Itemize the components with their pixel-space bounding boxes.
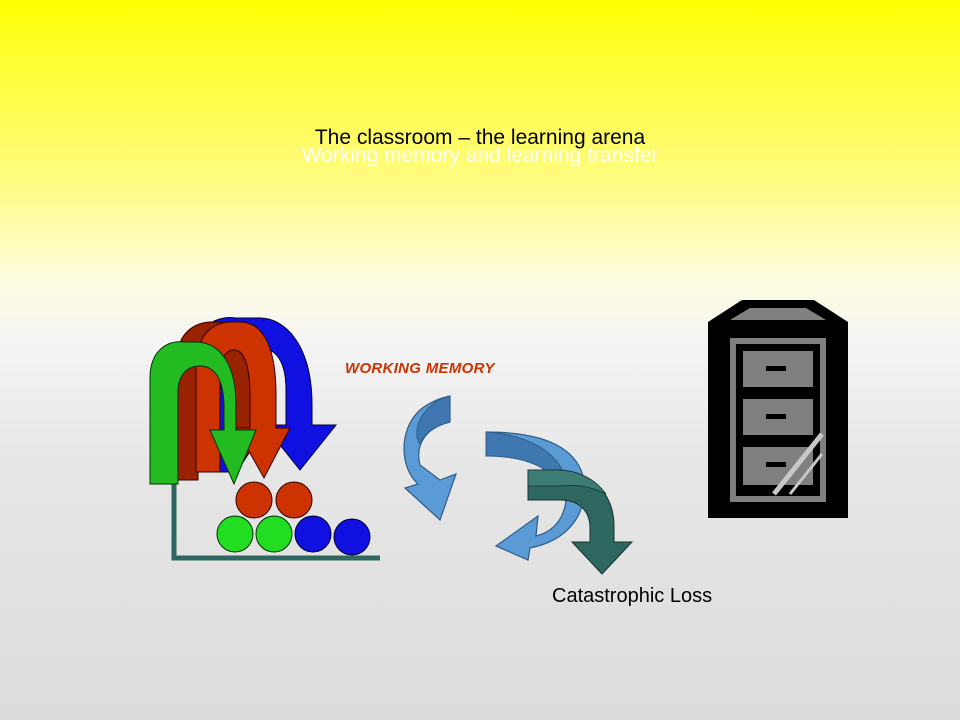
cabinet-glare-1 <box>772 432 824 496</box>
curved-down-arrows-icon <box>149 317 338 486</box>
slide-title: The classroom – the learning arena <box>314 126 646 149</box>
drawer-handle-3 <box>766 462 786 467</box>
ball-blue-1 <box>294 515 332 553</box>
drawer-handle-1 <box>766 366 786 371</box>
green-curved-arrow <box>149 341 257 486</box>
slide-subtitle: Working memory and learning transfer <box>301 144 659 167</box>
ball-red-2 <box>275 481 313 519</box>
loss-arrow-top <box>527 469 607 495</box>
working-memory-label: WORKING MEMORY <box>345 360 495 377</box>
ball-stack <box>216 481 371 556</box>
curved-down-arrow-icon <box>527 469 634 575</box>
filing-cabinet-icon <box>708 300 848 518</box>
ball-red-1 <box>235 481 273 519</box>
cycle-arrows-icon <box>403 395 586 561</box>
ball-green-2 <box>255 515 293 553</box>
ball-green-1 <box>216 515 254 553</box>
drawer-handle-2 <box>766 414 786 419</box>
cycle-arrow-left-top <box>416 395 451 446</box>
ball-blue-2 <box>333 518 371 556</box>
cabinet-top <box>730 308 826 320</box>
catastrophic-loss-label: Catastrophic Loss <box>552 585 713 607</box>
cabinet-glare-2 <box>788 453 824 495</box>
